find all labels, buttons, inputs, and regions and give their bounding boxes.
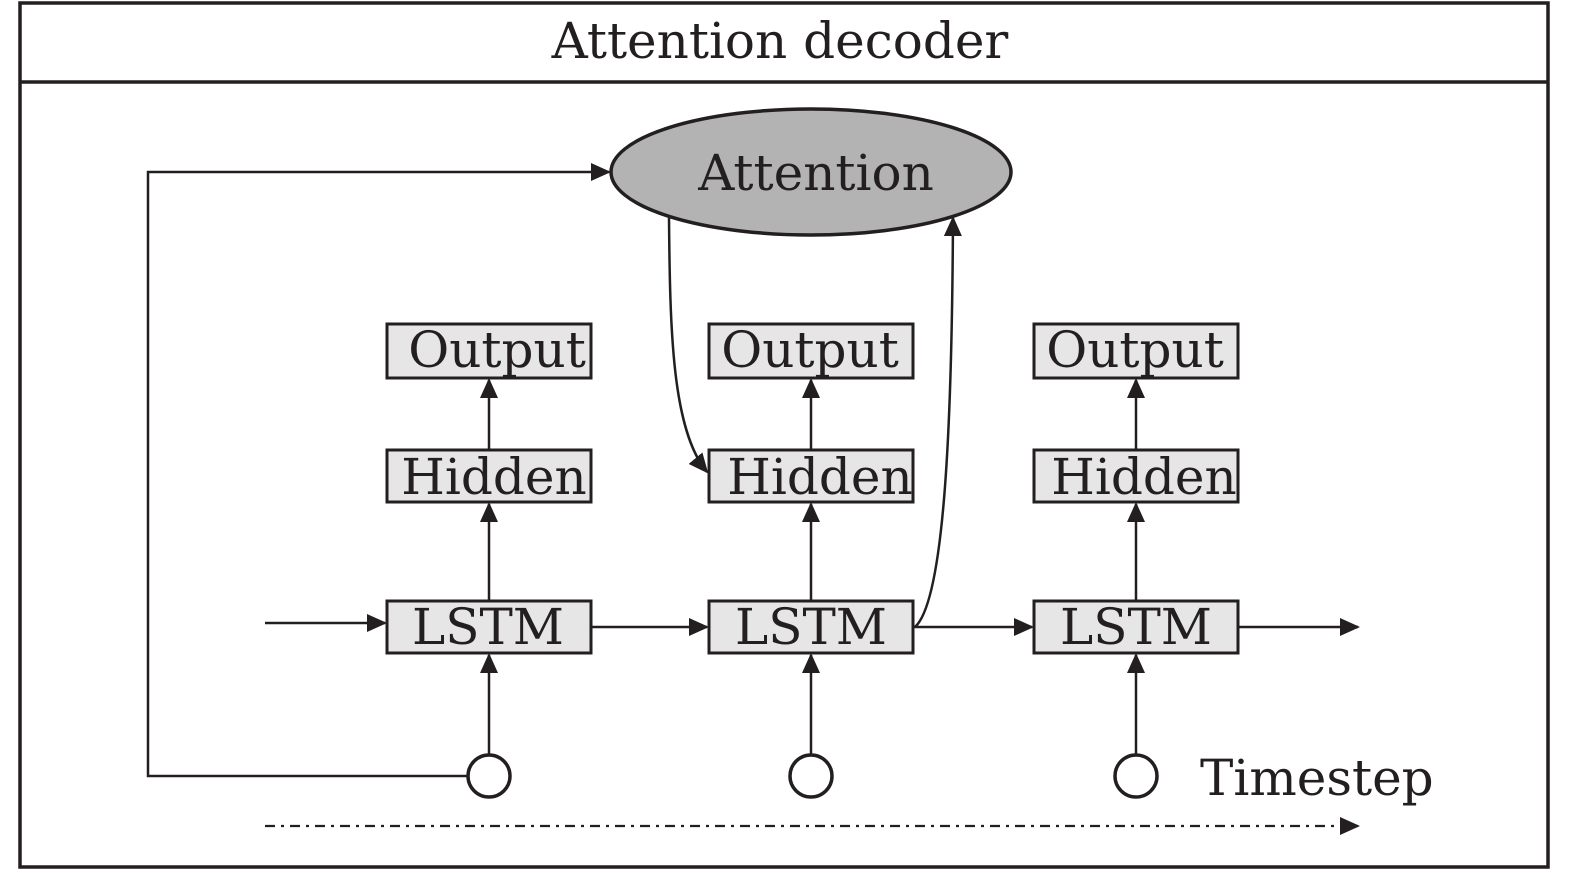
lstm-label-2: LSTM: [735, 598, 887, 656]
timestep-label: Timestep: [1200, 749, 1434, 807]
output-box-1: [385, 322, 593, 380]
hidden-label-3: Hidden: [1051, 448, 1236, 506]
attention-label: Attention: [697, 144, 934, 202]
attention-node: [609, 107, 1013, 237]
diagram-title: Attention decoder: [551, 12, 1009, 70]
output-label-2: Output: [721, 321, 899, 379]
timestep-node-1: [466, 753, 512, 799]
output-box-3: [1032, 322, 1240, 380]
hidden-label-1: Hidden: [401, 448, 586, 506]
arrow-lstm-2-to-attention: [914, 216, 962, 628]
arrow-attention-to-hidden-2: [667, 217, 709, 474]
arrow-input-to-attention: [146, 163, 611, 778]
hidden-label-2: Hidden: [727, 448, 912, 506]
timestep-node-3: [1113, 753, 1159, 799]
lstm-box-3: [1032, 599, 1240, 655]
output-label-3: Output: [1046, 321, 1224, 379]
hidden-box-3: [1032, 448, 1240, 504]
lstm-label-3: LSTM: [1060, 598, 1212, 656]
outer-frame: [18, 1, 1550, 869]
timestep-node-2: [788, 753, 834, 799]
lstm-label-1: LSTM: [412, 598, 564, 656]
output-label-1: Output: [408, 321, 586, 379]
hidden-box-2: [707, 448, 915, 504]
output-box-2: [707, 322, 915, 380]
